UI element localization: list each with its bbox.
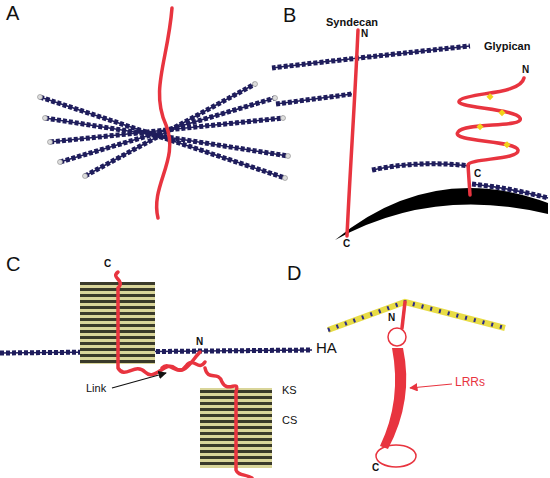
terminus-label: C: [474, 168, 481, 179]
terminus-label: C: [104, 258, 111, 269]
lrr-domain: [380, 348, 406, 449]
leader-arrow: [112, 373, 166, 388]
link-protein: [162, 362, 205, 370]
aggrecan-core: [116, 272, 200, 375]
gag-chain: [85, 84, 255, 176]
gag-chain-marks: [328, 302, 505, 330]
terminus-label: N: [388, 312, 395, 323]
terminus-label: N: [522, 64, 529, 75]
panel-letter: B: [283, 4, 296, 26]
molecule-label: Link: [86, 382, 106, 394]
cysteine-loop: [376, 445, 416, 467]
core-protein: [157, 8, 172, 218]
gag-chain: [276, 94, 352, 104]
chain-ends: [38, 82, 291, 181]
protein-name: Syndecan: [326, 16, 378, 28]
molecule-label: CS: [282, 414, 297, 426]
aggrecan-core: [205, 368, 252, 478]
core-protein: [402, 302, 405, 328]
cysteine-loop: [388, 328, 406, 346]
terminus-label: N: [196, 336, 203, 347]
protein-name: Glypican: [484, 40, 530, 52]
gag-chain: [328, 302, 505, 330]
terminus-label: N: [361, 28, 368, 39]
panel-b-art: [272, 30, 548, 240]
gag-chain: [272, 46, 470, 68]
syndecan-core: [347, 30, 358, 236]
cell-membrane: [335, 188, 548, 240]
gag-chain: [276, 94, 352, 104]
gag-chain: [472, 184, 548, 198]
panel-letter: A: [6, 2, 19, 24]
gag-chain: [372, 164, 470, 170]
gag-chain: [272, 46, 470, 68]
gag-chain: [85, 84, 255, 176]
molecule-label: KS: [282, 384, 297, 396]
terminus-label: C: [372, 462, 379, 473]
glypican-core: [457, 78, 524, 195]
molecule-label: HA: [316, 340, 337, 357]
leader-arrow: [410, 384, 452, 388]
panel-letter: D: [287, 262, 301, 284]
terminus-label: C: [343, 238, 350, 249]
hyaluronan-chain: [0, 350, 312, 353]
panel-letter: C: [6, 253, 20, 275]
hyaluronan-chain: [0, 350, 312, 353]
panel-c-art: [0, 272, 312, 478]
panel-d-art: [328, 302, 505, 467]
domain-label: LRRs: [455, 376, 485, 389]
disulfide-marks: [476, 93, 510, 148]
gag-chain: [372, 164, 470, 170]
panel-a-art: [38, 8, 291, 218]
gag-chain: [472, 184, 548, 198]
